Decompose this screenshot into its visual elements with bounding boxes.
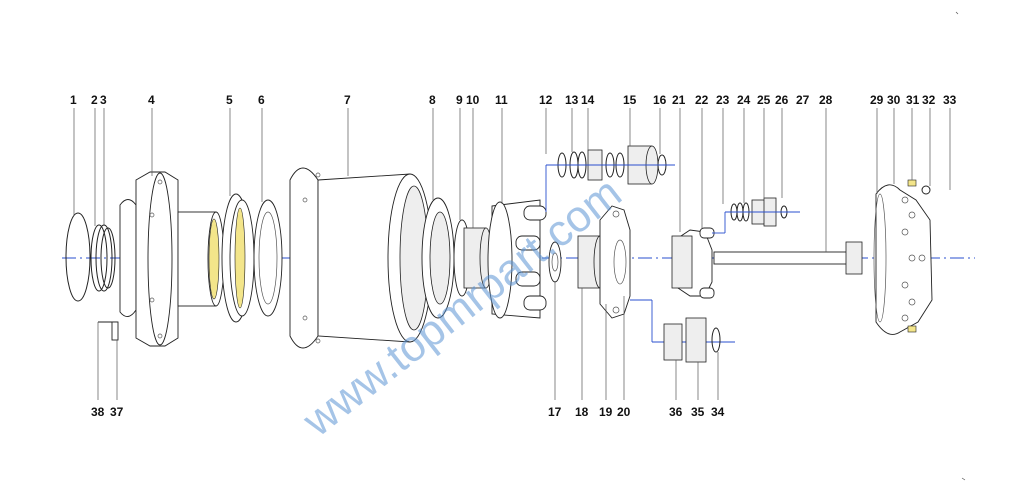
part-12-16-planet-gears (545, 145, 675, 212)
label-5: 5 (226, 93, 233, 107)
part-5-bearing (221, 193, 255, 323)
label-36: 36 (669, 405, 683, 419)
label-21: 21 (672, 93, 686, 107)
label-30: 30 (887, 93, 901, 107)
label-2: 2 (91, 93, 98, 107)
part-19-20-carrier-plate (599, 205, 735, 343)
label-4: 4 (148, 93, 155, 107)
label-23: 23 (716, 93, 730, 107)
part-21-22-carrier (671, 212, 726, 299)
label-24: 24 (737, 93, 751, 107)
part-28-shaft (713, 241, 863, 275)
label-35: 35 (691, 405, 705, 419)
label-15: 15 (623, 93, 637, 107)
label-28: 28 (819, 93, 833, 107)
part-17-washer (548, 241, 562, 283)
cover-bolts (901, 196, 926, 322)
label-9: 9 (456, 93, 463, 107)
label-14: 14 (581, 93, 595, 107)
leader-lines-top (73, 108, 951, 252)
part-37-38-pin (98, 321, 119, 341)
label-31: 31 (906, 93, 920, 107)
label-1: 1 (70, 93, 77, 107)
label-32: 32 (922, 93, 936, 107)
part-6-ring (253, 199, 283, 317)
part-23-27-gear-stack (725, 197, 800, 227)
label-38: 38 (91, 405, 105, 419)
label-22: 22 (695, 93, 709, 107)
label-10: 10 (466, 93, 480, 107)
labels-top: 1 2 3 4 5 6 7 8 9 10 11 12 13 14 15 16 2… (70, 93, 957, 107)
part-8-gear-ring (421, 197, 455, 319)
label-34: 34 (711, 405, 725, 419)
part-4-hub (119, 171, 225, 347)
label-8: 8 (429, 93, 436, 107)
label-25: 25 (757, 93, 771, 107)
label-20: 20 (617, 405, 631, 419)
corner-marks (955, 11, 966, 481)
label-33: 33 (943, 93, 957, 107)
label-17: 17 (548, 405, 562, 419)
labels-bottom: 38 37 17 18 19 20 36 35 34 (91, 405, 725, 419)
label-11: 11 (495, 93, 508, 107)
part-11-carrier (487, 199, 547, 319)
label-29: 29 (870, 93, 884, 107)
part-29-33-cover (873, 179, 933, 335)
label-26: 26 (775, 93, 789, 107)
part-34-36-gear-set (663, 317, 721, 363)
label-16: 16 (653, 93, 667, 107)
part-1-o-ring (65, 212, 91, 302)
label-27: 27 (796, 93, 810, 107)
label-18: 18 (575, 405, 589, 419)
label-6: 6 (258, 93, 265, 107)
label-7: 7 (344, 93, 351, 107)
leader-lines-bottom (97, 282, 719, 400)
label-12: 12 (539, 93, 553, 107)
label-3: 3 (100, 93, 107, 107)
part-2-3-seals (90, 224, 116, 292)
part-7-housing (289, 167, 433, 349)
label-37: 37 (110, 405, 124, 419)
label-19: 19 (599, 405, 613, 419)
label-13: 13 (565, 93, 579, 107)
